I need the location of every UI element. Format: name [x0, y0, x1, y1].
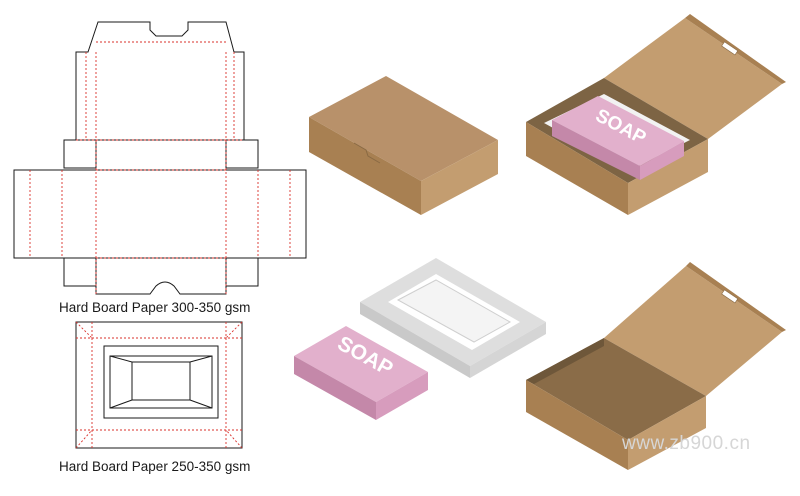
dieline-1-caption: Hard Board Paper 300-350 gsm: [59, 300, 251, 315]
open-kraft-box-empty: [526, 262, 786, 470]
dieline-fold-lines: [29, 41, 291, 294]
soap-bar: SOAP: [294, 326, 428, 420]
white-insert-tray: [360, 258, 546, 378]
closed-kraft-box: [309, 76, 498, 215]
dieline-2-caption: Hard Board Paper 250-350 gsm: [59, 459, 251, 474]
open-kraft-box-with-soap: SOAP: [526, 14, 786, 215]
watermark: www.zb900.cn: [622, 433, 751, 454]
dieline-insert: [75, 321, 243, 449]
dieline-flat-box: [13, 21, 307, 295]
dieline-insert-folds: [75, 321, 243, 449]
